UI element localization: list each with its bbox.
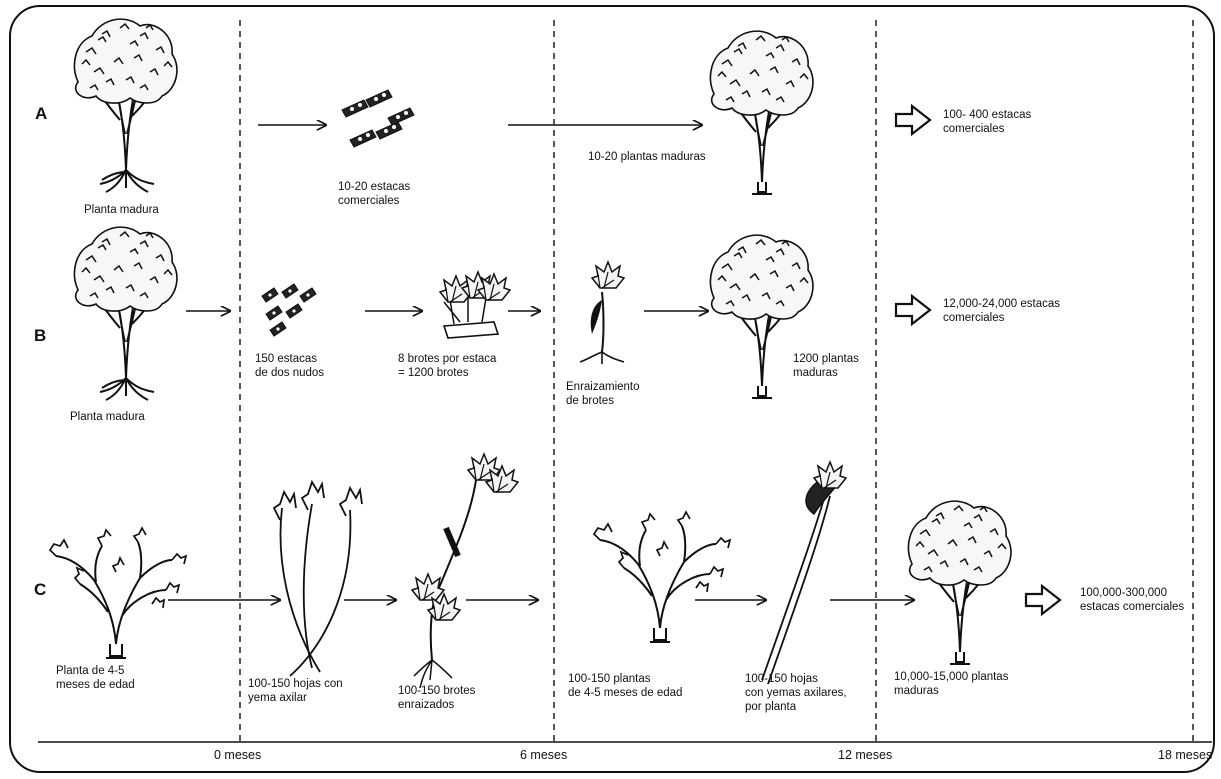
result-arrow-b-icon [896,296,930,324]
sprouting-cuttings-icon [440,272,510,338]
young-plant-c2-icon [594,512,730,642]
label-a-cuttings: 10-20 estacas comerciales [338,180,410,208]
label-b-mother-plant: Planta madura [70,410,145,424]
leaves-with-bud-icon [274,482,362,676]
result-arrow-c-icon [1026,586,1060,614]
label-b-rooting: Enraizamiento de brotes [566,380,640,408]
label-a-plants: 10-20 plantas maduras [588,150,706,164]
row-a-letter: A [35,104,47,124]
cuttings-a-icon [342,90,414,147]
time-label-6: 6 meses [520,748,567,762]
leaf-with-petiole-icon [762,462,846,684]
two-node-cuttings-icon [262,284,316,336]
mature-plant-c-icon [908,501,1010,664]
label-c-plants: 10,000-15,000 plantas maduras [894,670,1008,698]
label-c-rooted-shoots: 100-150 brotes enraizados [398,684,475,712]
label-b-result: 12,000-24,000 estacas comerciales [943,297,1060,325]
rooting-shoot-icon [580,262,624,364]
mother-plant-b-icon [74,227,176,400]
label-b-shoots: 8 brotes por estaca = 1200 brotes [398,352,496,380]
label-c-leaves: 100-150 hojas con yema axilar [248,677,343,705]
label-c-young-plants: 100-150 plantas de 4-5 meses de edad [568,672,682,700]
row-c-letter: C [34,580,46,600]
time-label-18: 18 meses [1158,748,1212,762]
label-a-mother-plant: Planta madura [84,203,159,217]
mother-plant-a-icon [74,19,176,192]
young-plant-c-icon [50,528,186,658]
label-c-result: 100,000-300,000 estacas comerciales [1080,586,1184,614]
row-b-letter: B [34,326,46,346]
rooted-shoot-icon [412,454,518,688]
time-label-12: 12 meses [838,748,892,762]
label-b-plants: 1200 plantas maduras [793,352,859,380]
label-b-cuttings: 150 estacas de dos nudos [255,352,324,380]
time-label-0: 0 meses [214,748,261,762]
label-a-result: 100- 400 estacas comerciales [943,108,1031,136]
row-a-graphics [74,19,930,194]
mature-plant-a-icon [710,31,812,194]
result-arrow-a-icon [896,106,930,134]
label-c-leaves-per-plant: 100-150 hojas con yemas axilares, por pl… [745,672,847,714]
label-c-young-plant: Planta de 4-5 meses de edad [56,664,135,692]
row-c-graphics [50,454,1060,688]
